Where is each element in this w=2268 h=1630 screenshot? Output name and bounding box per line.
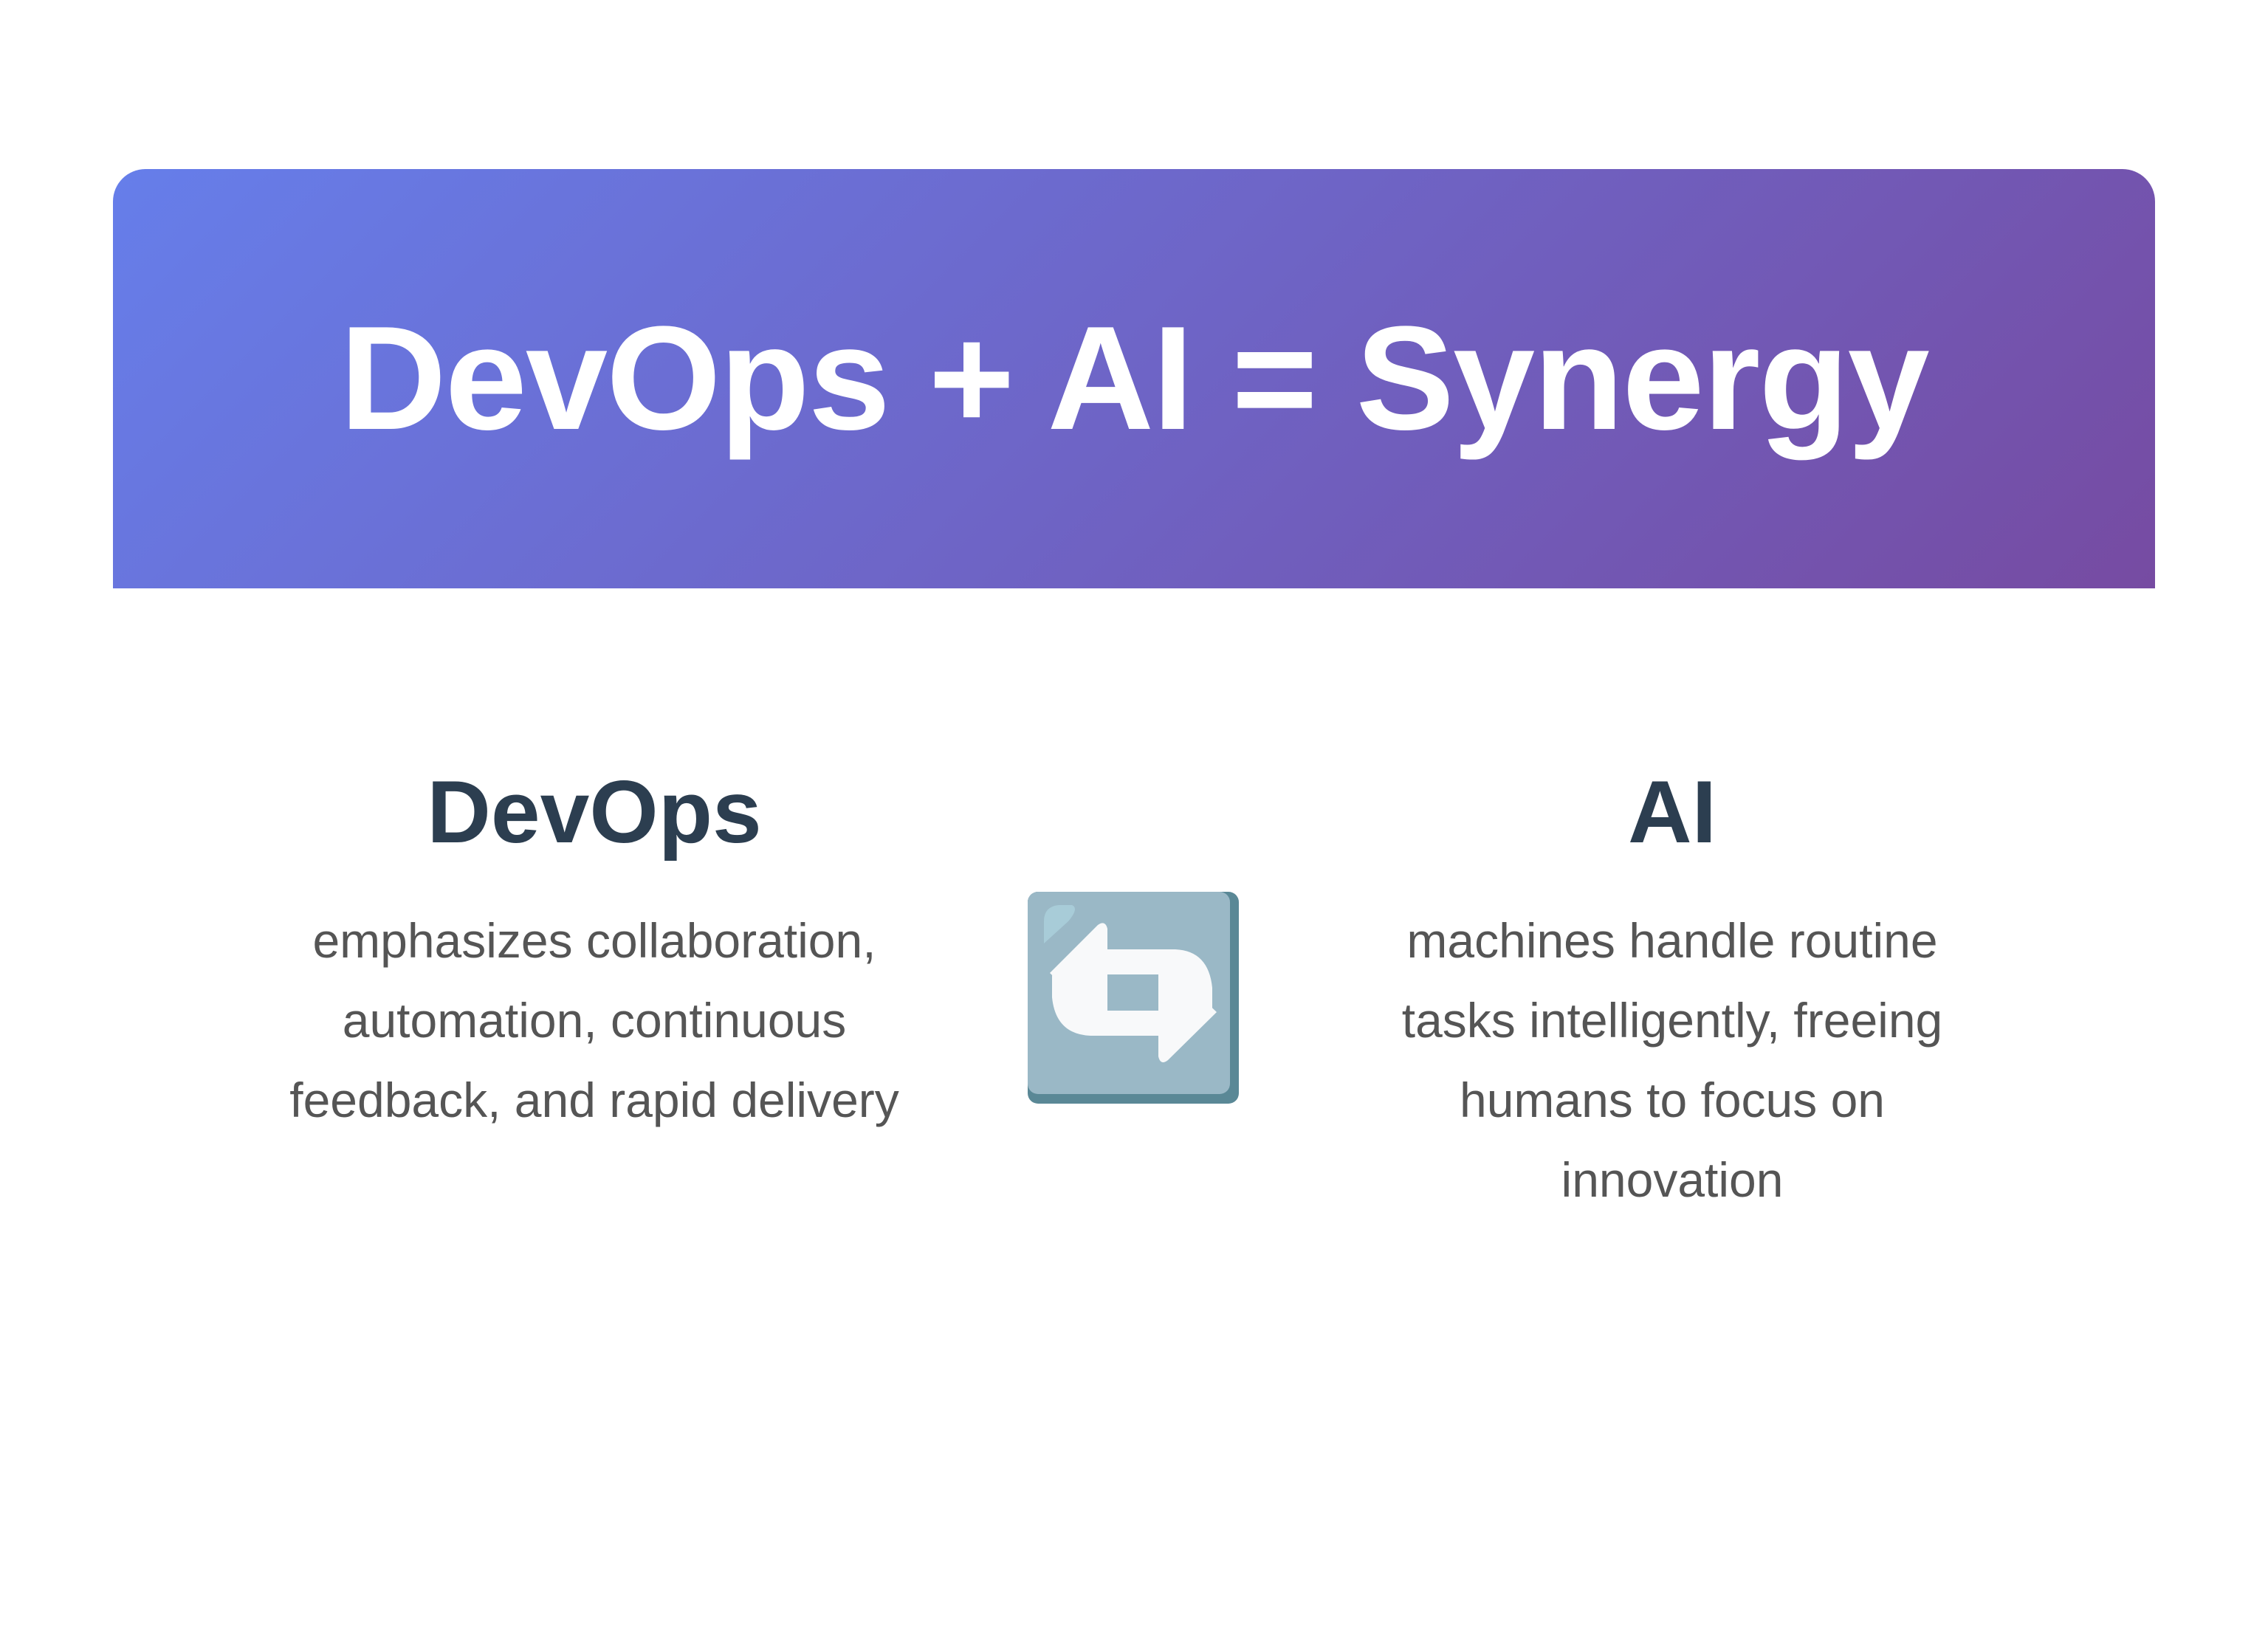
page-title: DevOps + AI = Synergy — [340, 296, 1930, 461]
ai-heading: AI — [1628, 763, 1717, 862]
ai-description: machines handle routine tasks intelligen… — [1401, 913, 1943, 1207]
devops-description: emphasizes collaboration, automation, co… — [289, 913, 899, 1127]
repeat-arrows-icon — [1028, 892, 1239, 1104]
devops-column: DevOps emphasizes collaboration, automat… — [269, 760, 919, 1140]
ai-column: AI machines handle routine tasks intelli… — [1347, 760, 1997, 1220]
devops-heading: DevOps — [427, 763, 762, 862]
title-banner: DevOps + AI = Synergy — [113, 169, 2155, 588]
